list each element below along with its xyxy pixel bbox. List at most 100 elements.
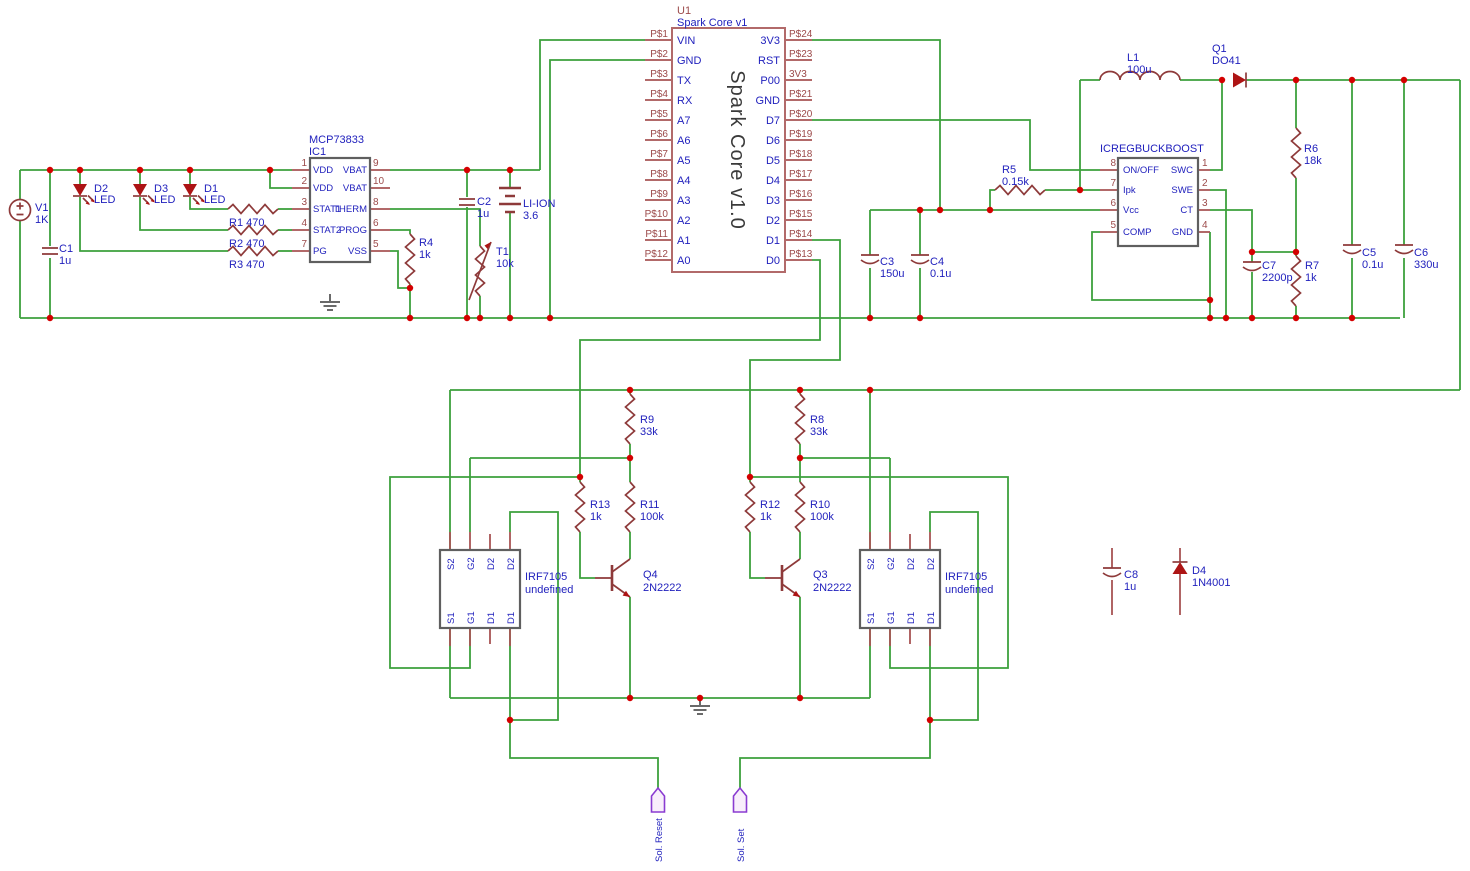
- transistor-q3[interactable]: [763, 557, 802, 599]
- u1-pin-name: D7: [766, 115, 780, 127]
- resistor-r7[interactable]: [1290, 255, 1302, 307]
- capacitor-c6[interactable]: [1394, 244, 1414, 255]
- voltage-source-v1[interactable]: [8, 198, 32, 222]
- u1-spark-core-body[interactable]: [671, 27, 786, 273]
- ic1-pin-name: VSS: [348, 246, 367, 257]
- led-d3[interactable]: [132, 183, 156, 206]
- u1-pin-num: P$24: [789, 29, 813, 40]
- u1-pin-num: P$4: [650, 89, 668, 100]
- c1-value: 1u: [59, 255, 71, 267]
- resistor-r11[interactable]: [624, 481, 636, 533]
- irf-pin-label: D1: [506, 612, 517, 624]
- capacitor-c1[interactable]: [41, 247, 59, 255]
- q1-value: DO41: [1212, 55, 1241, 67]
- u1-pin-num: P$21: [789, 89, 813, 100]
- battery-li-ion[interactable]: [497, 186, 523, 214]
- ic1-pin-name: PROG: [339, 225, 367, 236]
- l1-ref: L1: [1127, 52, 1139, 64]
- u1-pin-num: P$11: [645, 229, 668, 240]
- irf7105-right-body[interactable]: [858, 548, 942, 630]
- capacitor-c5[interactable]: [1342, 244, 1362, 255]
- u1-pin-name: A6: [677, 135, 690, 147]
- ground-symbol-charger[interactable]: [319, 293, 341, 311]
- u1-pin-name: GND: [677, 55, 702, 67]
- resistor-r1[interactable]: [227, 203, 279, 215]
- r11-value: 100k: [640, 511, 664, 523]
- resistor-r8[interactable]: [794, 393, 806, 445]
- c7-ref: C7: [1262, 260, 1276, 272]
- r13-ref: R13: [590, 499, 610, 511]
- u1-pin-name: 3V3: [760, 35, 780, 47]
- flag-sol-reset[interactable]: [650, 787, 666, 813]
- t1-ref: T1: [496, 246, 509, 258]
- t1-value: 10k: [496, 258, 514, 270]
- r5-ref: R5: [1002, 164, 1016, 176]
- capacitor-c4[interactable]: [910, 254, 930, 265]
- c8-value: 1u: [1124, 581, 1136, 593]
- schematic-wires[interactable]: [19, 39, 1461, 788]
- reg-pin-name: Ipk: [1123, 185, 1136, 196]
- resistor-r4[interactable]: [404, 233, 416, 285]
- r12-ref: R12: [760, 499, 780, 511]
- u1-pin-num: P$13: [789, 249, 813, 260]
- c4-ref: C4: [930, 256, 944, 268]
- transistor-q4[interactable]: [593, 557, 632, 599]
- u1-pin-name: P00: [760, 75, 780, 87]
- u1-pin-num: P$1: [650, 29, 668, 40]
- u1-ref: U1: [677, 5, 691, 17]
- thermistor-t1[interactable]: [469, 242, 491, 300]
- irf-left-name: IRF7105: [525, 571, 567, 583]
- led-d1[interactable]: [182, 183, 206, 206]
- c1-ref: C1: [59, 243, 73, 255]
- ic1-pin-num: 1: [301, 158, 307, 169]
- ic1-ref: IC1: [309, 146, 326, 158]
- resistor-r12[interactable]: [744, 481, 756, 533]
- r3-label: R3 470: [229, 259, 264, 271]
- flag-sol-set[interactable]: [732, 787, 748, 813]
- capacitor-c3[interactable]: [860, 254, 880, 265]
- diode-d4[interactable]: [1171, 561, 1189, 575]
- u1-pin-name: GND: [756, 95, 781, 107]
- capacitor-c2[interactable]: [458, 198, 476, 206]
- capacitor-c8[interactable]: [1102, 567, 1122, 578]
- capacitor-c7[interactable]: [1242, 261, 1262, 272]
- u1-pin-name: D4: [766, 175, 780, 187]
- u1-pin-num: P$14: [789, 229, 813, 240]
- irf-pin-label: G1: [886, 611, 897, 624]
- irf-pin-label: S1: [866, 612, 877, 624]
- reg-pin-name: GND: [1172, 227, 1193, 238]
- resistor-r9[interactable]: [624, 393, 636, 445]
- led-d2[interactable]: [72, 183, 96, 206]
- resistor-r13[interactable]: [574, 481, 586, 533]
- u1-pin-num: P$23: [789, 49, 813, 60]
- diode-q1[interactable]: [1232, 71, 1247, 89]
- u1-pin-name: TX: [677, 75, 692, 87]
- ic1-mcp73833-body[interactable]: [308, 156, 372, 264]
- v1-ref: V1: [35, 202, 48, 214]
- led-d2-value: LED: [94, 194, 115, 206]
- irf-pin-label: D1: [486, 612, 497, 624]
- r12-value: 1k: [760, 511, 772, 523]
- u1-pin-name: D3: [766, 195, 780, 207]
- u1-pin-num: P$12: [645, 249, 669, 260]
- r4-value: 1k: [419, 249, 431, 261]
- regulator-name: ICREGBUCKBOOST: [1100, 143, 1204, 155]
- resistor-r6[interactable]: [1290, 127, 1302, 179]
- r2-label: R2 470: [229, 238, 264, 250]
- reg-pin-name: Vcc: [1123, 205, 1139, 216]
- reg-pin-num: 1: [1202, 158, 1208, 169]
- resistor-r10[interactable]: [794, 481, 806, 533]
- u1-pin-name: D2: [766, 215, 780, 227]
- icregbuckboost-body[interactable]: [1116, 156, 1200, 248]
- u1-pin-num: P$16: [789, 189, 813, 200]
- u1-pin-name: A3: [677, 195, 690, 207]
- reg-pin-name: SWE: [1171, 185, 1193, 196]
- flag-sol-set-label: Sol. Set: [736, 828, 747, 862]
- u1-pin-num: P$8: [650, 169, 668, 180]
- u1-pin-num: P$3: [650, 69, 668, 80]
- irf7105-left-body[interactable]: [438, 548, 522, 630]
- r6-ref: R6: [1304, 143, 1318, 155]
- reg-pin-num: 2: [1202, 178, 1208, 189]
